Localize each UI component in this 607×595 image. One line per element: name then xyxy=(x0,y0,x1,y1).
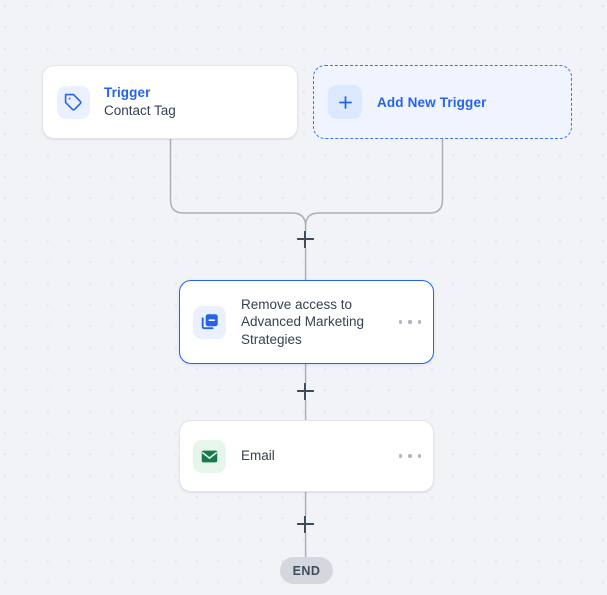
plus-icon xyxy=(328,85,362,119)
add-step-button-after-remove-access[interactable] xyxy=(297,383,314,400)
trigger-node-text: Trigger Contact Tag xyxy=(104,84,283,120)
wire-trigger-to-merge xyxy=(169,139,307,231)
end-badge-label: END xyxy=(292,563,321,578)
node-more-menu-email[interactable] xyxy=(399,447,421,465)
envelope-icon xyxy=(193,439,226,473)
trigger-node-contact-tag[interactable]: Trigger Contact Tag xyxy=(42,65,298,139)
add-step-button-after-triggers[interactable] xyxy=(297,231,314,248)
action-node-remove-access[interactable]: Remove access to Advanced Marketing Stra… xyxy=(179,280,434,364)
tag-icon xyxy=(57,85,90,119)
add-new-trigger-button[interactable]: Add New Trigger xyxy=(313,65,572,139)
node-more-menu-remove-access[interactable] xyxy=(399,313,421,331)
end-badge: END xyxy=(280,557,333,584)
add-step-button-after-email[interactable] xyxy=(297,516,314,533)
wire-addtrigger-to-merge xyxy=(304,139,444,231)
add-new-trigger-label: Add New Trigger xyxy=(377,94,487,110)
remove-from-collection-icon xyxy=(193,305,226,339)
action-node-email-label: Email xyxy=(241,448,275,464)
action-node-remove-access-label: Remove access to Advanced Marketing Stra… xyxy=(241,296,365,347)
trigger-node-title: Trigger xyxy=(104,85,151,100)
action-node-email[interactable]: Email xyxy=(179,420,434,492)
trigger-node-subtitle: Contact Tag xyxy=(104,103,176,118)
